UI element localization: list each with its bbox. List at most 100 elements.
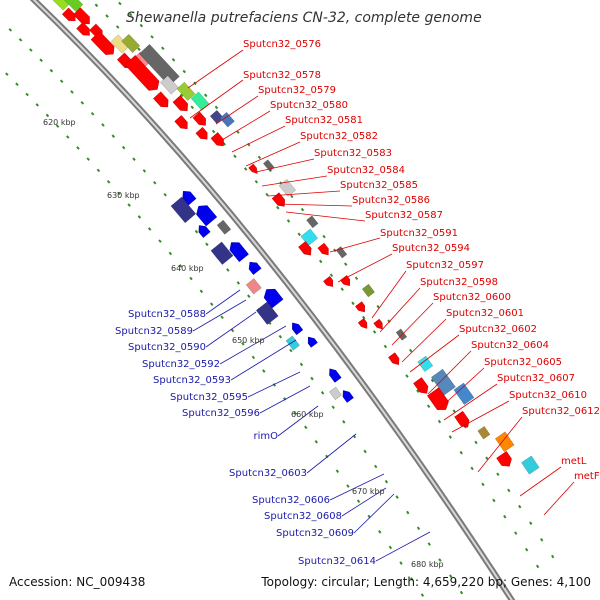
forward-gene-feature[interactable] bbox=[453, 382, 475, 405]
gene-label-sputcn32-0598[interactable]: Sputcn32_0598 bbox=[420, 277, 498, 288]
gene-label-sputcn32-0583[interactable]: Sputcn32_0583 bbox=[314, 148, 392, 159]
gene-label-sputcn32-0576[interactable]: Sputcn32_0576 bbox=[243, 39, 321, 50]
forward-gene-feature[interactable] bbox=[255, 301, 279, 325]
track-dot bbox=[331, 405, 335, 410]
gene-label-rimo[interactable]: rimO bbox=[253, 431, 278, 442]
reverse-gene-feature[interactable] bbox=[289, 320, 304, 336]
gene-label-sputcn32-0596[interactable]: Sputcn32_0596 bbox=[182, 408, 260, 419]
reverse-gene-feature[interactable] bbox=[261, 285, 284, 309]
forward-gene-feature[interactable] bbox=[335, 246, 348, 259]
forward-gene-feature[interactable] bbox=[361, 283, 375, 298]
reverse-gene-feature[interactable] bbox=[196, 223, 211, 238]
forward-gene-feature[interactable] bbox=[138, 43, 180, 87]
gene-label-sputcn32-0587[interactable]: Sputcn32_0587 bbox=[365, 210, 443, 221]
gene-label-sputcn32-0605[interactable]: Sputcn32_0605 bbox=[484, 357, 562, 368]
forward-gene-feature[interactable] bbox=[340, 275, 352, 288]
forward-gene-feature[interactable] bbox=[477, 426, 491, 440]
gene-label-sputcn32-0612[interactable]: Sputcn32_0612 bbox=[522, 406, 600, 417]
gene-label-sputcn32-0607[interactable]: Sputcn32_0607 bbox=[497, 373, 575, 384]
gene-label-sputcn32-0586[interactable]: Sputcn32_0586 bbox=[352, 195, 430, 206]
gene-label-sputcn32-0591[interactable]: Sputcn32_0591 bbox=[380, 228, 458, 239]
gene-label-sputcn32-0610[interactable]: Sputcn32_0610 bbox=[509, 390, 587, 401]
forward-gene-feature[interactable] bbox=[160, 75, 179, 95]
gene-label-sputcn32-0589[interactable]: Sputcn32_0589 bbox=[115, 326, 193, 337]
gene-label-sputcn32-0601[interactable]: Sputcn32_0601 bbox=[446, 308, 524, 319]
gene-label-sputcn32-0579[interactable]: Sputcn32_0579 bbox=[258, 85, 336, 96]
gene-label-sputcn32-0578[interactable]: Sputcn32_0578 bbox=[243, 70, 321, 81]
forward-gene-feature[interactable] bbox=[90, 30, 118, 58]
gene-label-sputcn32-0603[interactable]: Sputcn32_0603 bbox=[229, 468, 307, 479]
forward-gene-feature[interactable] bbox=[271, 192, 288, 210]
leader-line bbox=[187, 49, 244, 89]
forward-gene-feature[interactable] bbox=[317, 242, 332, 257]
forward-gene-feature[interactable] bbox=[245, 278, 262, 295]
forward-gene-feature[interactable] bbox=[210, 132, 227, 148]
reverse-gene-feature[interactable] bbox=[340, 388, 354, 403]
gene-label-sputcn32-0584[interactable]: Sputcn32_0584 bbox=[327, 165, 405, 176]
forward-gene-feature[interactable] bbox=[388, 352, 402, 367]
gene-label-sputcn32-0581[interactable]: Sputcn32_0581 bbox=[285, 115, 363, 126]
gene-label-sputcn32-0602[interactable]: Sputcn32_0602 bbox=[459, 324, 537, 335]
forward-gene-feature[interactable] bbox=[329, 386, 342, 401]
gene-label-sputcn32-0585[interactable]: Sputcn32_0585 bbox=[340, 180, 418, 191]
forward-gene-feature[interactable] bbox=[174, 115, 191, 131]
gene-label-sputcn32-0594[interactable]: Sputcn32_0594 bbox=[392, 243, 470, 254]
forward-gene-feature[interactable] bbox=[73, 7, 93, 28]
forward-gene-feature[interactable] bbox=[170, 196, 197, 224]
gene-label-metl[interactable]: metL bbox=[561, 456, 587, 467]
forward-gene-feature[interactable] bbox=[413, 377, 430, 396]
gene-label-sputcn32-0593[interactable]: Sputcn32_0593 bbox=[153, 375, 231, 386]
forward-gene-feature[interactable] bbox=[355, 301, 367, 315]
forward-gene-feature[interactable] bbox=[172, 95, 191, 114]
gene-label-sputcn32-0582[interactable]: Sputcn32_0582 bbox=[300, 131, 378, 142]
forward-gene-feature[interactable] bbox=[373, 318, 386, 331]
forward-gene-feature[interactable] bbox=[521, 455, 540, 475]
forward-gene-feature[interactable] bbox=[121, 33, 141, 53]
forward-gene-feature[interactable] bbox=[47, 0, 71, 11]
reverse-gene-feature[interactable] bbox=[246, 259, 262, 275]
forward-gene-feature[interactable] bbox=[306, 215, 319, 229]
forward-gene-feature[interactable] bbox=[59, 0, 84, 12]
forward-gene-feature[interactable] bbox=[427, 387, 451, 414]
forward-gene-feature[interactable] bbox=[494, 431, 515, 453]
forward-gene-feature[interactable] bbox=[454, 410, 472, 430]
gene-label-sputcn32-0592[interactable]: Sputcn32_0592 bbox=[142, 359, 220, 370]
gene-label-sputcn32-0600[interactable]: Sputcn32_0600 bbox=[433, 292, 511, 303]
forward-gene-feature[interactable] bbox=[431, 368, 456, 396]
gene-label-sputcn32-0580[interactable]: Sputcn32_0580 bbox=[270, 100, 348, 111]
reverse-gene-feature[interactable] bbox=[193, 202, 218, 227]
forward-gene-feature[interactable] bbox=[153, 91, 171, 111]
reverse-gene-feature[interactable] bbox=[305, 335, 318, 348]
forward-gene-feature[interactable] bbox=[323, 276, 335, 289]
track-dot bbox=[342, 420, 346, 424]
reverse-gene-feature[interactable] bbox=[227, 239, 249, 263]
forward-gene-feature[interactable] bbox=[124, 55, 162, 94]
forward-gene-feature[interactable] bbox=[248, 163, 260, 176]
gene-label-sputcn32-0590[interactable]: Sputcn32_0590 bbox=[128, 342, 206, 353]
forward-gene-feature[interactable] bbox=[219, 111, 235, 128]
forward-gene-feature[interactable] bbox=[192, 111, 209, 128]
gene-label-sputcn32-0614[interactable]: Sputcn32_0614 bbox=[298, 556, 376, 567]
forward-gene-feature[interactable] bbox=[61, 7, 78, 24]
reverse-gene-feature[interactable] bbox=[179, 188, 197, 206]
forward-gene-feature[interactable] bbox=[216, 219, 232, 235]
gene-label-sputcn32-0608[interactable]: Sputcn32_0608 bbox=[264, 511, 342, 522]
forward-gene-feature[interactable] bbox=[195, 127, 211, 142]
forward-gene-feature[interactable] bbox=[210, 241, 234, 265]
gene-label-sputcn32-0609[interactable]: Sputcn32_0609 bbox=[276, 528, 354, 539]
forward-gene-feature[interactable] bbox=[76, 21, 93, 38]
reverse-gene-feature[interactable] bbox=[326, 366, 342, 383]
forward-gene-feature[interactable] bbox=[357, 318, 370, 330]
forward-gene-feature[interactable] bbox=[285, 335, 300, 351]
gene-label-sputcn32-0595[interactable]: Sputcn32_0595 bbox=[170, 392, 248, 403]
forward-gene-feature[interactable] bbox=[298, 241, 314, 258]
gene-label-sputcn32-0606[interactable]: Sputcn32_0606 bbox=[252, 495, 330, 506]
gene-label-sputcn32-0588[interactable]: Sputcn32_0588 bbox=[128, 309, 206, 320]
forward-gene-feature[interactable] bbox=[417, 355, 434, 372]
forward-gene-feature[interactable] bbox=[176, 81, 196, 101]
gene-label-sputcn32-0604[interactable]: Sputcn32_0604 bbox=[471, 340, 549, 351]
forward-gene-feature[interactable] bbox=[496, 451, 515, 469]
gene-label-sputcn32-0597[interactable]: Sputcn32_0597 bbox=[406, 260, 484, 271]
forward-gene-feature[interactable] bbox=[209, 109, 224, 124]
gene-label-metf[interactable]: metF bbox=[574, 471, 600, 482]
